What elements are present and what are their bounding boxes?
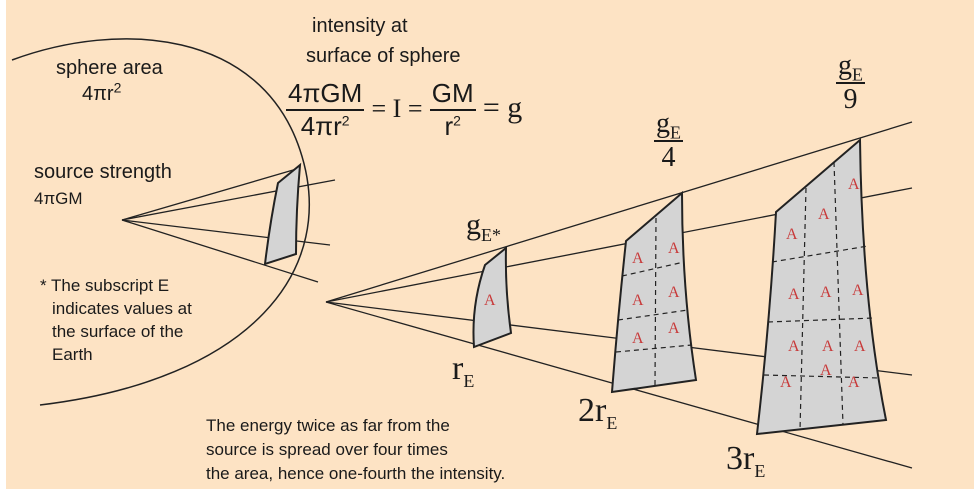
g-e-over-4-num: gE xyxy=(654,108,683,142)
g-e-over-9: gE 9 xyxy=(836,50,865,116)
eq-den-left-text: 4πr xyxy=(300,111,342,141)
2r-e-label: 2rE xyxy=(578,392,618,433)
footnote-line-2: indicates values at xyxy=(52,299,192,318)
g-e-over-4: gE 4 xyxy=(654,108,683,174)
area-mark: A xyxy=(820,362,832,379)
area-mark: A xyxy=(668,240,680,257)
g-e-label: gE* xyxy=(466,208,501,245)
patch-2r xyxy=(610,190,698,394)
intensity-label-line1: intensity at xyxy=(312,15,408,37)
g-e-over-4-frac: gE 4 xyxy=(654,108,683,174)
caption-line-3: the area, hence one-fourth the intensity… xyxy=(206,464,506,483)
g9-subscript: E xyxy=(852,64,863,85)
eq-denominator-right: r2 xyxy=(430,111,476,142)
area-mark: A xyxy=(848,374,860,391)
patch-3r-grid xyxy=(763,161,881,431)
g4-letter: g xyxy=(656,108,670,139)
area-mark: A xyxy=(632,250,644,267)
eq-den-right-exp: 2 xyxy=(453,112,461,129)
g-e-letter: g xyxy=(466,208,481,241)
area-mark: A xyxy=(632,292,644,309)
area-mark: A xyxy=(820,284,832,301)
area-mark: A xyxy=(632,330,644,347)
area-mark: A xyxy=(852,282,864,299)
area-mark: A xyxy=(788,338,800,355)
caption: The energy twice as far from the source … xyxy=(206,414,505,486)
g-e-over-9-num: gE xyxy=(836,50,865,84)
g-e-subscript: E* xyxy=(481,225,501,245)
sphere-area-exponent: 2 xyxy=(113,79,122,96)
2r-e-text: 2r xyxy=(578,392,607,429)
area-mark: A xyxy=(668,320,680,337)
area-mark: A xyxy=(822,338,834,355)
g9-denominator: 9 xyxy=(843,84,858,115)
g9-letter: g xyxy=(838,50,852,81)
sphere-area-label: sphere area xyxy=(56,57,163,79)
footnote-line-4: Earth xyxy=(52,345,93,364)
r-e-letter: r xyxy=(452,350,464,387)
eq-middle: = I = xyxy=(371,93,423,123)
area-mark: A xyxy=(854,338,866,355)
area-mark: A xyxy=(788,286,800,303)
eq-fraction-right: GM r2 xyxy=(429,78,476,142)
eq-end: = g xyxy=(482,90,523,124)
3r-e-subscript: E xyxy=(754,460,766,481)
g4-denominator: 4 xyxy=(661,142,676,173)
intensity-equation: 4πGM 4πr2 = I = GM r2 = g xyxy=(286,78,522,142)
patch-3r xyxy=(755,137,888,436)
eq-numerator-left: 4πGM xyxy=(286,78,365,111)
eq-fraction-left: 4πGM 4πr2 xyxy=(286,78,365,142)
footnote-line-3: the surface of the xyxy=(52,322,184,341)
g-e-over-9-frac: gE 9 xyxy=(836,50,865,116)
sphere-area-formula: 4πr2 xyxy=(82,79,122,106)
area-mark: A xyxy=(484,292,496,309)
3r-e-text: 3r xyxy=(726,440,755,477)
footnote-line-1: * The subscript E xyxy=(40,276,170,295)
r-e-label: rE xyxy=(452,350,475,391)
area-mark: A xyxy=(786,226,798,243)
sphere-patch xyxy=(263,162,302,266)
sphere-outline xyxy=(11,38,310,406)
eq-numerator-right: GM xyxy=(429,78,476,111)
r-e-subscript: E xyxy=(463,370,475,391)
sphere-area-formula-text: 4πr xyxy=(82,83,114,105)
2r-e-subscript: E xyxy=(606,412,618,433)
source-strength-label: source strength xyxy=(34,161,172,183)
eq-den-left-exp: 2 xyxy=(341,112,350,129)
source-rays xyxy=(121,167,336,283)
area-mark: A xyxy=(780,374,792,391)
eq-denominator-left: 4πr2 xyxy=(286,111,364,142)
left-edge-frame xyxy=(0,0,6,489)
patch-r xyxy=(472,245,513,349)
intensity-label-line2: surface of sphere xyxy=(306,45,461,67)
source-strength-formula: 4πGM xyxy=(34,189,83,208)
g4-subscript: E xyxy=(670,122,681,143)
caption-line-2: source is spread over four times xyxy=(206,440,448,459)
caption-line-1: The energy twice as far from the xyxy=(206,416,450,435)
3r-e-label: 3rE xyxy=(726,440,766,481)
area-mark: A xyxy=(848,176,860,193)
eq-den-right-text: r xyxy=(444,111,454,141)
footnote: * The subscript E indicates values at th… xyxy=(40,274,192,366)
area-mark: A xyxy=(668,284,680,301)
patch-2r-grid xyxy=(615,217,693,386)
area-mark: A xyxy=(818,206,830,223)
